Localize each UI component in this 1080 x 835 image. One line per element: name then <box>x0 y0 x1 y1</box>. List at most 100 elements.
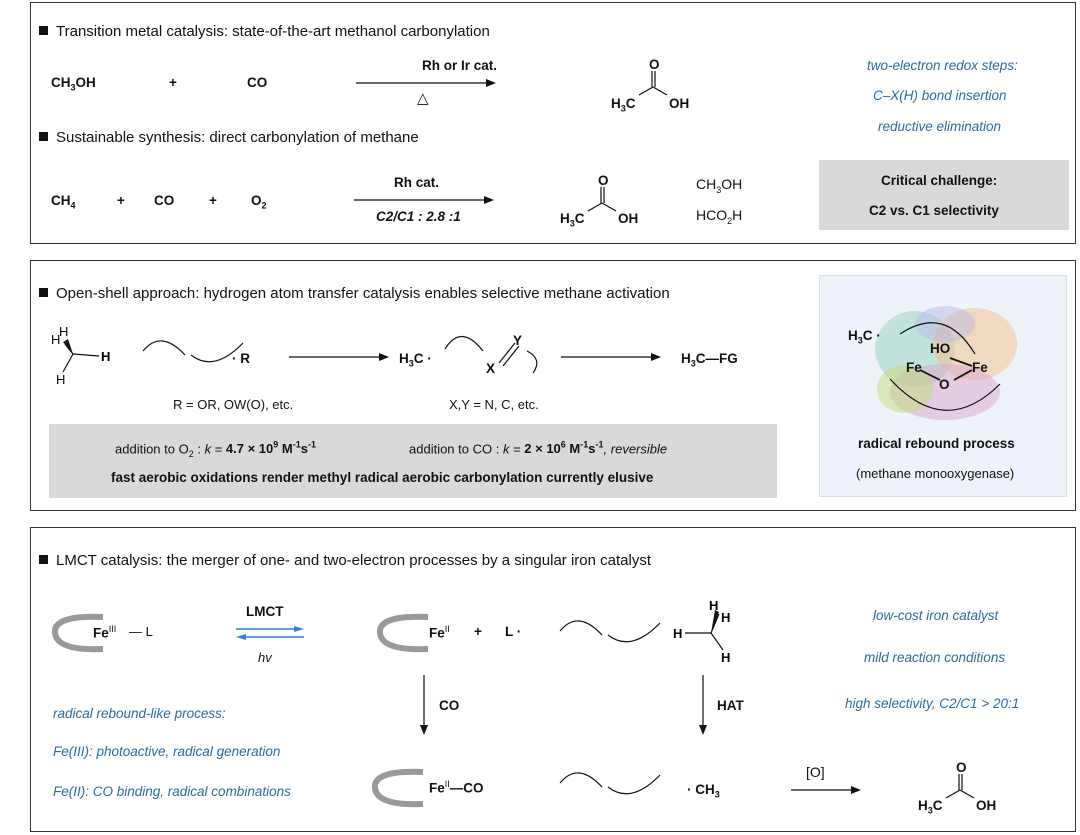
reaction-arrow <box>356 79 496 87</box>
mmo-methyl: H3C · <box>848 328 881 346</box>
reactant-co: CO <box>154 193 175 208</box>
equilibrium-arrows <box>236 626 304 640</box>
side-product-formic-acid: HCO2H <box>696 207 743 226</box>
iron-carbonyl: FeII—CO <box>429 779 484 796</box>
note-mild-conditions: mild reaction conditions <box>864 650 1006 665</box>
iron-ligand-arc <box>377 613 429 653</box>
mmo-illustration: H3C · HO Fe O Fe radical rebound process… <box>819 275 1067 497</box>
methyl-radical: H3C · <box>399 351 432 369</box>
plus-sign: + <box>117 193 125 208</box>
rate-conclusion: fast aerobic oxidations render methyl ra… <box>111 470 654 485</box>
panel-methanol-carbonylation: Transition metal catalysis: state-of-the… <box>30 2 1076 244</box>
protein-image <box>875 306 1017 420</box>
svg-text:H: H <box>721 610 730 625</box>
acetic-acid-bonds <box>587 187 617 212</box>
mmo-bonds <box>919 357 973 381</box>
reaction-arrow <box>289 353 389 361</box>
svg-text:H: H <box>51 332 60 347</box>
acetic-acid-bonds <box>638 71 668 96</box>
svg-text:H: H <box>101 349 110 364</box>
acetic-acid-oh: OH <box>976 798 997 813</box>
note-two-electron: two-electron redox steps: <box>867 58 1018 73</box>
heading-lmct: LMCT catalysis: the merger of one- and t… <box>39 552 651 569</box>
reactant-methane: CH4 <box>51 193 76 211</box>
heading-transition-metal: Transition metal catalysis: state-of-the… <box>39 23 490 40</box>
rate-o2: addition to O2 : k = 4.7 × 109 M-1s-1 <box>115 440 316 459</box>
reaction-arrow <box>354 196 494 204</box>
condition-rh: Rh cat. <box>394 175 440 190</box>
note-bond-insertion: C–X(H) bond insertion <box>873 88 1007 103</box>
r-definition: R = OR, OW(O), etc. <box>173 397 294 412</box>
svg-text:H: H <box>709 598 718 613</box>
note-selectivity: high selectivity, C2/C1 > 20:1 <box>845 696 1020 711</box>
note-rebound-like: radical rebound-like process: <box>53 706 226 721</box>
lmct-label: LMCT <box>246 604 284 619</box>
reactant-methanol: CH3OH <box>51 75 96 93</box>
iron-ii: FeII <box>429 624 450 641</box>
rate-constant-box: addition to O2 : k = 4.7 × 109 M-1s-1 ad… <box>49 424 777 498</box>
oxidant-label: [O] <box>806 764 825 780</box>
carbonyl-oxygen: O <box>956 760 967 775</box>
fe-l-bond: — L <box>129 624 153 639</box>
heading-open-shell: Open-shell approach: hydrogen atom trans… <box>39 285 670 302</box>
mmo-iron-1: Fe <box>906 360 922 375</box>
mmo-title: radical rebound process <box>858 436 1015 451</box>
methane-structure: H H H H <box>51 324 110 387</box>
plus-sign: + <box>169 75 177 90</box>
hat-half-arrows <box>142 340 244 363</box>
reaction-arrow <box>791 786 861 794</box>
svg-text:H: H <box>721 650 730 665</box>
challenge-title: Critical challenge: <box>881 173 998 188</box>
reactant-co: CO <box>247 75 268 90</box>
co-step-label: CO <box>439 698 460 713</box>
challenge-detail: C2 vs. C1 selectivity <box>869 203 999 218</box>
svg-text:H: H <box>59 324 68 339</box>
mmo-subtitle: (methane monooxygenase) <box>856 466 1015 481</box>
acetic-acid-bonds <box>945 774 975 799</box>
functionalized-product: H3C—FG <box>681 351 738 369</box>
addition-arrows <box>444 335 538 374</box>
hat-half-arrows <box>559 620 661 643</box>
mmo-iron-2: Fe <box>972 360 988 375</box>
plus-sign: + <box>474 624 482 639</box>
side-product-methanol: CH3OH <box>696 176 743 195</box>
methyl-radical: · CH3 <box>687 782 720 800</box>
atom-y: Y <box>513 333 523 348</box>
combination-half-arrows <box>559 772 661 795</box>
acetic-acid-oh: OH <box>618 211 639 226</box>
atom-x: X <box>486 361 496 376</box>
iron-iii: FeIII <box>93 624 117 641</box>
mmo-hydroxyl: HO <box>930 341 951 356</box>
plus-sign: + <box>209 193 217 208</box>
reaction-arrow <box>561 353 661 361</box>
acetic-acid-methyl: H3C <box>611 96 636 114</box>
note-fe2-role: Fe(II): CO binding, radical combinations <box>53 784 291 799</box>
challenge-box: Critical challenge: C2 vs. C1 selectivit… <box>819 160 1069 230</box>
carbonyl-oxygen: O <box>649 57 660 72</box>
reactant-oxygen: O2 <box>251 193 267 211</box>
hat-step-label: HAT <box>717 698 744 713</box>
xy-definition: X,Y = N, C, etc. <box>449 397 539 412</box>
acetic-acid-oh: OH <box>669 96 690 111</box>
acetic-acid-methyl: H3C <box>918 798 943 816</box>
heading-sustainable: Sustainable synthesis: direct carbonylat… <box>39 129 419 146</box>
rate-co: addition to CO : k = 2 × 106 M-1s-1, rev… <box>409 440 668 457</box>
down-arrow-co <box>420 675 428 735</box>
carbonyl-oxygen: O <box>598 173 609 188</box>
radical-r: · R <box>232 351 250 366</box>
note-reductive-elimination: reductive elimination <box>878 119 1002 134</box>
ligand-radical: L · <box>505 624 522 639</box>
mmo-oxo: O <box>939 377 950 392</box>
panel-open-shell: Open-shell approach: hydrogen atom trans… <box>30 260 1076 511</box>
selectivity-ratio: C2/C1 : 2.8 :1 <box>376 209 461 224</box>
iron-ligand-arc <box>372 768 424 808</box>
heat-symbol: △ <box>417 90 429 107</box>
condition-rh-ir: Rh or Ir cat. <box>422 58 498 73</box>
panel-lmct: LMCT catalysis: the merger of one- and t… <box>30 527 1076 832</box>
methane-structure: H H H H <box>673 598 730 665</box>
down-arrow-hat <box>699 675 707 735</box>
acetic-acid-methyl: H3C <box>560 211 585 229</box>
svg-text:H: H <box>56 372 65 387</box>
hv-label: hv <box>258 650 272 665</box>
svg-text:H: H <box>673 626 682 641</box>
